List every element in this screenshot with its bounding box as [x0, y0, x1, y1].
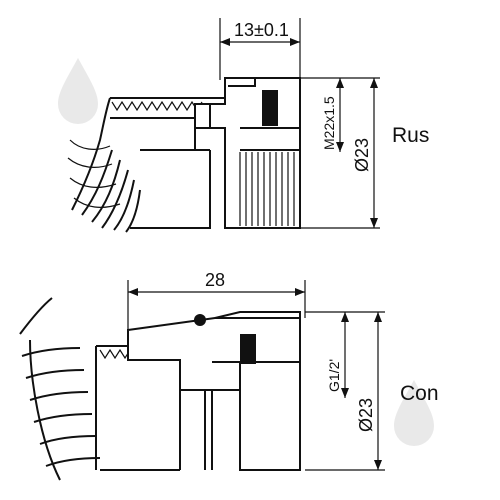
- knurl-top: [239, 152, 295, 226]
- top-length-label: 13±0.1: [234, 20, 289, 40]
- top-length-dimension: [219, 18, 301, 80]
- bottom-tag: Con: [400, 382, 439, 405]
- top-thread-dimension: [300, 77, 345, 229]
- watermark-drop-left: [58, 58, 98, 124]
- watermark-drop-right: [394, 380, 434, 446]
- bottom-length-label: 28: [205, 270, 225, 290]
- bottom-diameter-dimension: [350, 311, 385, 470]
- bottom-fitting: [19, 297, 301, 481]
- top-diameter-dimension: [345, 77, 380, 229]
- top-thread-label: M22x1.5: [321, 96, 337, 150]
- bottom-thread-dimension: [305, 311, 385, 471]
- bottom-length-dimension: [127, 280, 306, 330]
- top-tag: Rus: [392, 124, 429, 147]
- bottom-diameter-label: Ø23: [356, 398, 376, 432]
- bottom-thread-label: G1/2': [326, 359, 342, 392]
- top-fitting: [67, 77, 301, 233]
- top-diameter-label: Ø23: [352, 138, 372, 172]
